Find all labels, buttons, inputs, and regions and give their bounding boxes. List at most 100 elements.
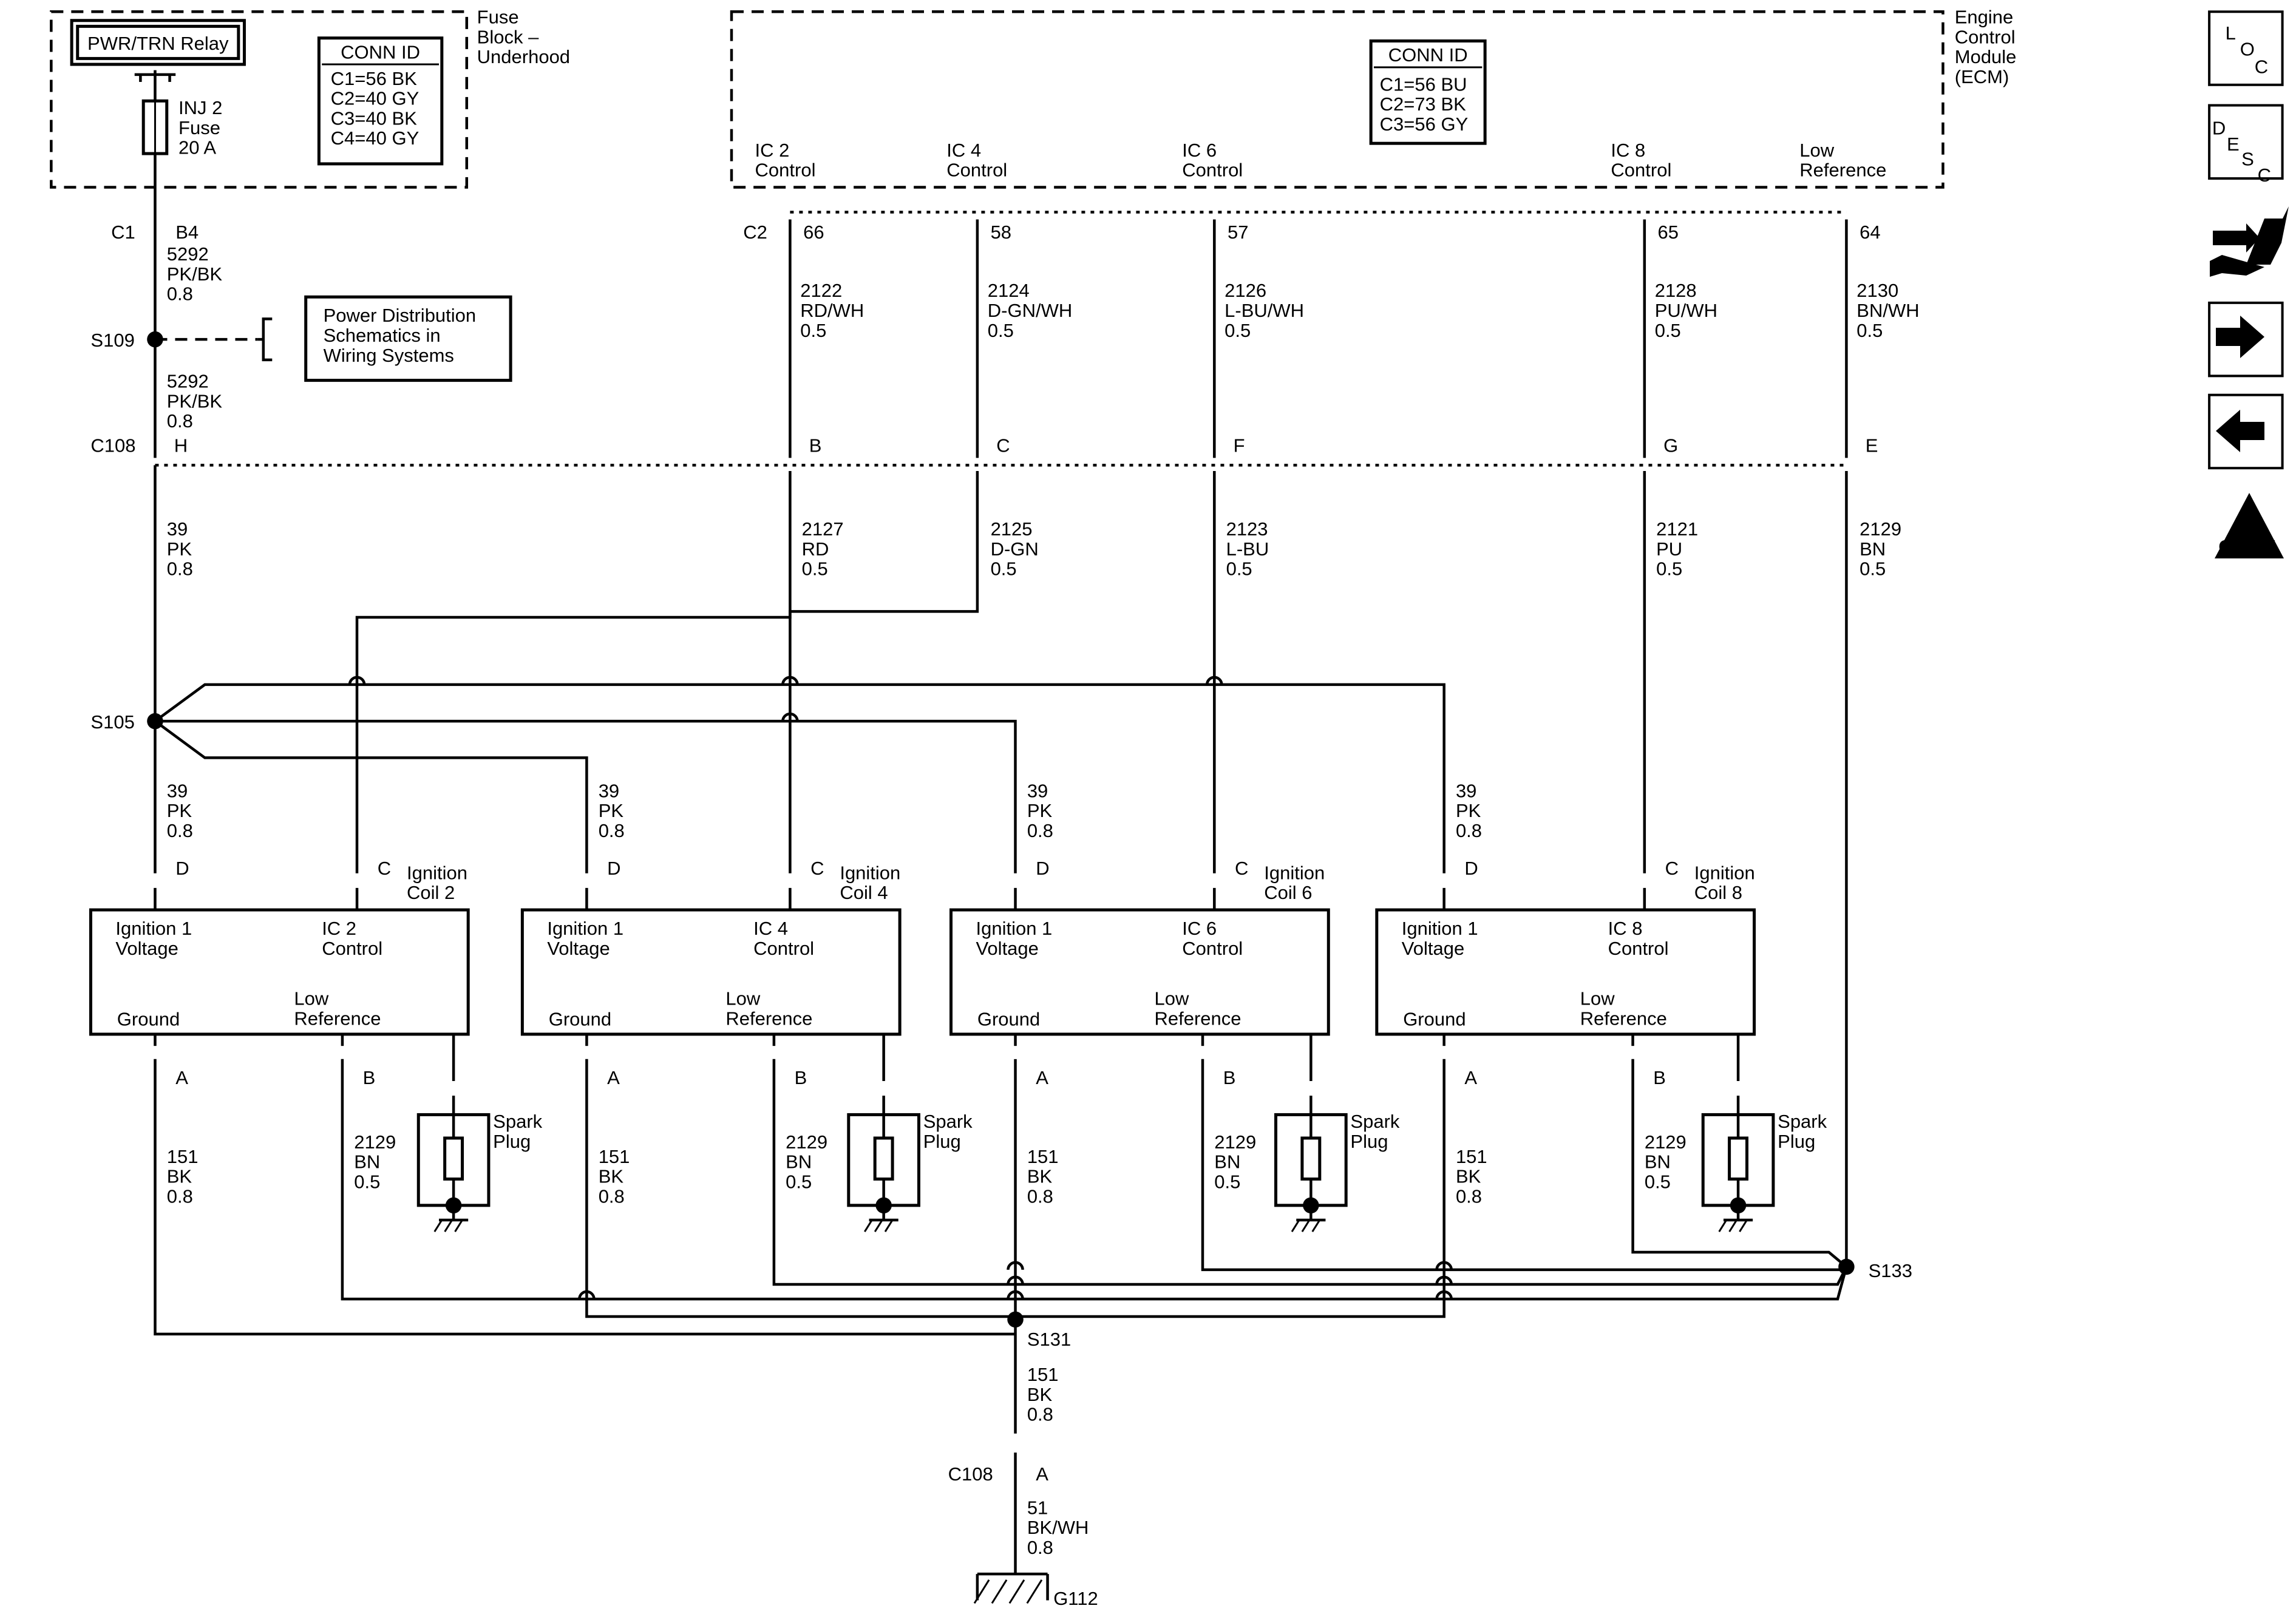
ground-symbol: [991, 1579, 1008, 1604]
wire-crossover: [578, 1290, 596, 1300]
coil-control-label: IC 2: [322, 918, 356, 939]
coil-name: Ignition: [407, 862, 467, 883]
coil-lowref-label: Low: [294, 988, 328, 1009]
c108-pin-letter: E: [1866, 435, 1878, 456]
wire-crossover: [1007, 1261, 1024, 1270]
coil-feed-wire-label: 0.8: [1027, 820, 1053, 841]
relay-inner: [76, 24, 240, 60]
fuse-block-boundary: [50, 10, 469, 189]
coil-pin-b: B: [363, 1067, 376, 1088]
spark-plug-label: Plug: [1350, 1131, 1388, 1152]
ecm-name: Module: [1955, 46, 2017, 67]
desc-icon: S: [2241, 148, 2254, 169]
c108-lower-wire-label: 2127: [802, 518, 844, 540]
coil-pin-b: B: [1223, 1067, 1236, 1088]
ecm-wire-label: BN/WH: [1856, 300, 1919, 321]
arrow-right-icon[interactable]: [2216, 316, 2264, 358]
ground-connector-name: C108: [948, 1463, 993, 1485]
coil-voltage-label: Ignition 1: [115, 918, 192, 939]
c108-lower-wire-label: L-BU: [1226, 538, 1269, 560]
arrow-left-icon[interactable]: [2216, 410, 2264, 452]
connector-arrows-icon[interactable]: [2213, 223, 2260, 253]
loc-icon: C: [2255, 56, 2268, 78]
coil-pin-c: C: [1665, 858, 1679, 879]
spark-plug-resistor: [1300, 1136, 1322, 1181]
fuse-label: 20 A: [178, 137, 216, 158]
lowref-return-coil6: [1201, 1059, 1847, 1272]
spark-plug-label: Plug: [493, 1131, 531, 1152]
ecm-wire-label: 0.5: [988, 320, 1014, 341]
fuse-block-name: Underhood: [477, 46, 570, 67]
coil-pin-a: A: [175, 1067, 188, 1088]
fuse-wire-label-lower: PK/BK: [167, 390, 223, 412]
coil-pin-a: A: [1036, 1067, 1048, 1088]
coil-lowref-wire-label: 0.5: [1645, 1171, 1671, 1192]
ground-wire-label-upper: 0.8: [1027, 1404, 1053, 1425]
connector-body-icon[interactable]: [2246, 206, 2289, 265]
ecm-wire-label: 0.5: [1655, 320, 1681, 341]
chassis-ground: [1291, 1219, 1300, 1233]
ecm-pin-name: Control: [1611, 160, 1671, 181]
lowref-return-coil2: [341, 1059, 1848, 1301]
ref-box-text: Wiring Systems: [324, 345, 454, 366]
ground-connector-pin: A: [1036, 1463, 1048, 1485]
splice-s109-label: S109: [90, 330, 134, 351]
chassis-ground: [884, 1219, 894, 1233]
coil-control-label: Control: [753, 938, 814, 959]
wrench-icon[interactable]: [2210, 255, 2264, 277]
coil-pin-c: C: [1235, 858, 1248, 879]
spark-plug-ground-dot: [875, 1197, 892, 1214]
ecm-wire-label: 2130: [1856, 280, 1898, 301]
coil-name: Coil 8: [1694, 882, 1742, 903]
obd-triangle-icon[interactable]: [2215, 493, 2284, 558]
coil-pin-d: D: [175, 858, 189, 879]
ecm-wire-label: 2124: [988, 280, 1030, 301]
coil-feed-wire-label: 39: [1027, 780, 1048, 801]
chassis-ground: [874, 1219, 883, 1233]
coil-feed-wire-label: PK: [1027, 800, 1053, 821]
ref-box: [304, 295, 512, 382]
coil-voltage-label: Voltage: [115, 938, 178, 959]
chassis-ground: [444, 1219, 453, 1233]
chassis-ground: [1728, 1219, 1737, 1233]
coil-voltage-label: Voltage: [976, 938, 1038, 959]
coil-lowref-wire-label: 2129: [1214, 1131, 1256, 1153]
coil-ground-wire-label: 0.8: [167, 1186, 193, 1207]
c108-lower-wire-label: BN: [1860, 538, 1886, 560]
fuse-wire-label-upper: 5292: [167, 243, 209, 265]
ecm-wire-label: 0.5: [1856, 320, 1883, 341]
coil-control-label: Control: [1182, 938, 1243, 959]
ecm-boundary: [730, 10, 1944, 189]
ecm-pin-number: 58: [991, 222, 1011, 243]
desc-button[interactable]: [2208, 104, 2284, 180]
fuse-block-name: Block –: [477, 26, 539, 47]
coil-lowref-wire-label: 0.5: [1214, 1171, 1240, 1192]
fuse-connector-pin: B4: [175, 222, 199, 243]
conn-id-entry: C2=40 GY: [331, 88, 419, 109]
fuse-label: INJ 2: [178, 97, 222, 118]
coil-lowref-wire-label: BN: [1645, 1151, 1671, 1173]
ground-symbol: [973, 1579, 990, 1604]
coil-pin-c: C: [810, 858, 824, 879]
coil-lowref-label: Reference: [725, 1008, 812, 1029]
ecm-wire-label: 2126: [1224, 280, 1266, 301]
ref-box-text: Power Distribution: [324, 305, 477, 326]
chassis-ground: [1718, 1219, 1728, 1233]
c108-lower-wire-label: RD: [802, 538, 829, 560]
ecm-pin-name: Control: [755, 160, 816, 181]
ic2-control-wire: [355, 471, 792, 873]
coil-lowref-wire-label: 2129: [1645, 1131, 1686, 1153]
conn-id-entry: C4=40 GY: [331, 127, 419, 149]
loc-button[interactable]: [2208, 10, 2284, 86]
ecm-pin-number: 57: [1228, 222, 1248, 243]
coil-control-label: Control: [322, 938, 382, 959]
wire-crossover: [1007, 1275, 1024, 1285]
feed-coil6: [155, 719, 1017, 873]
ecm-pin-number: 64: [1860, 222, 1880, 243]
ecm-wire-label: 2128: [1655, 280, 1697, 301]
c108-lower-wire-label: 2129: [1860, 518, 1901, 540]
loc-icon: L: [2226, 22, 2236, 44]
c108-lower-wire-label: 0.5: [802, 558, 828, 580]
